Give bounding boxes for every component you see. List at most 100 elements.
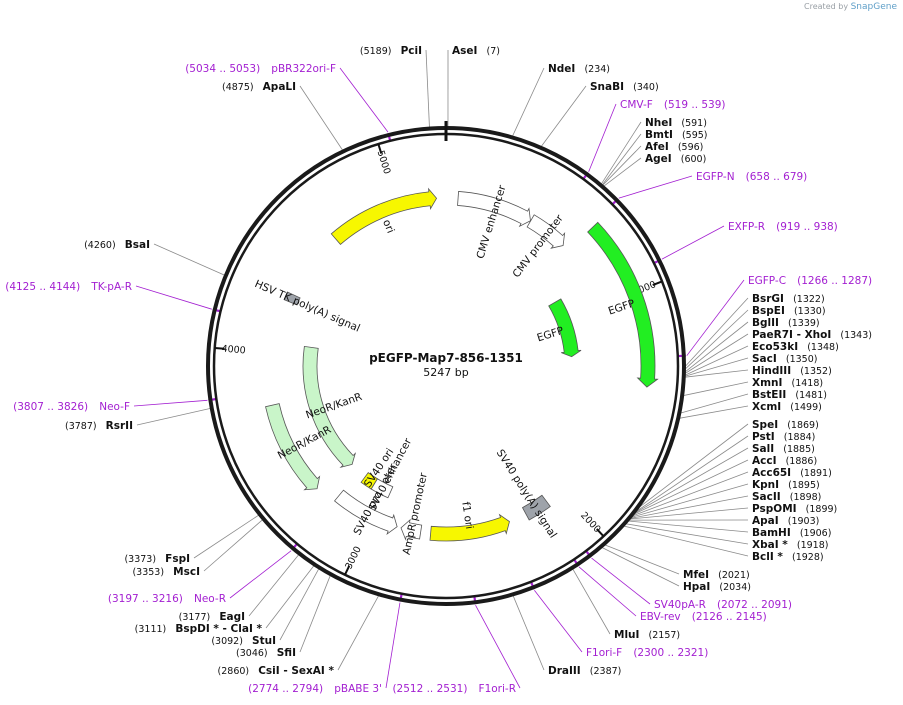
enzyme-label-eagi[interactable]: (3177) EagI <box>179 605 245 624</box>
enzyme-leader-nhei <box>599 121 642 187</box>
enzyme-position-sacii: (1898) <box>790 492 822 503</box>
enzyme-label-pspomi[interactable]: PspOMI (1899) <box>752 497 837 516</box>
enzyme-label-bsteii[interactable]: BstEII (1481) <box>752 383 827 402</box>
enzyme-label-xbai[interactable]: XbaI * (1918) <box>752 533 828 552</box>
feature-arrow-hsv-tk-poly-a-signal[interactable] <box>283 291 301 306</box>
enzyme-label-bamhi[interactable]: BamHI (1906) <box>752 521 831 540</box>
primer-name-tk-pa-r: TK-pA-R <box>90 281 132 293</box>
enzyme-label-xcmi[interactable]: XcmI (1499) <box>752 395 822 414</box>
enzyme-label-acc65i[interactable]: Acc65I (1891) <box>752 461 832 480</box>
enzyme-label-draiii[interactable]: DraIII (2387) <box>548 659 621 678</box>
primer-label-neo-f[interactable]: (3807 .. 3826) Neo-F <box>13 395 130 414</box>
primer-label-ebv-rev[interactable]: EBV-rev (2126 .. 2145) <box>640 605 767 624</box>
enzyme-position-eagi: (3177) <box>179 612 211 623</box>
enzyme-leader-bsai <box>153 243 227 277</box>
feature-arrow-f1-ori[interactable] <box>429 513 510 542</box>
enzyme-label-fspi[interactable]: (3373) FspI <box>124 547 190 566</box>
feature-arrow-ampr-promoter[interactable] <box>400 518 423 541</box>
enzyme-position-draiii: (2387) <box>590 666 622 677</box>
primer-label-f1ori-f[interactable]: F1ori-F (2300 .. 2321) <box>586 641 708 660</box>
enzyme-label-paer7i-xhoi[interactable]: PaeR7I - XhoI (1343) <box>752 323 872 342</box>
primer-name-egfp-n: EGFP-N <box>696 171 735 183</box>
feature-arrow-cmv-promoter[interactable] <box>526 214 566 249</box>
primer-label-tk-pa-r[interactable]: (4125 .. 4144) TK-pA-R <box>5 275 132 294</box>
enzyme-name-fspi: FspI <box>165 553 190 565</box>
enzyme-leader-acci <box>628 459 749 517</box>
enzyme-label-afei[interactable]: AfeI (596) <box>645 135 703 154</box>
primer-label-pbabe-3[interactable]: (2774 .. 2794) pBABE 3' <box>248 677 382 696</box>
feature-arrow-egfp[interactable] <box>587 221 659 388</box>
enzyme-leader-bspei <box>682 309 749 372</box>
feature-label-hsv-tk-poly-a-signal: HSV TK poly(A) signal <box>253 278 362 335</box>
enzyme-label-pcii[interactable]: (5189) PciI <box>360 39 422 58</box>
primer-label-sv40pa-r[interactable]: SV40pA-R (2072 .. 2091) <box>654 593 792 612</box>
enzyme-label-saci[interactable]: SacI (1350) <box>752 347 817 366</box>
enzyme-label-sacii[interactable]: SacII (1898) <box>752 485 821 504</box>
enzyme-label-bsai[interactable]: (4260) BsaI <box>84 233 150 252</box>
tick-label-3000: 3000 <box>343 545 363 572</box>
enzyme-leader-paer7i-xhoi <box>682 333 749 376</box>
enzyme-label-apali[interactable]: (4875) ApaLI <box>222 75 296 94</box>
enzyme-label-csii-sexai[interactable]: (2860) CsiI - SexAI * <box>218 659 335 678</box>
enzyme-label-xmni[interactable]: XmnI (1418) <box>752 371 823 390</box>
enzyme-position-bcli: (1928) <box>792 552 824 563</box>
enzyme-label-sali[interactable]: SalI (1885) <box>752 437 815 456</box>
feature-arrow-egfp[interactable] <box>548 298 582 358</box>
feature-label-ampr-promoter: AmpR promoter <box>401 471 430 556</box>
primer-label-f1ori-r[interactable]: (2512 .. 2531) F1ori-R <box>392 677 516 696</box>
snapgene-credit: Created by SnapGene <box>804 2 897 12</box>
primer-label-egfp-n[interactable]: EGFP-N (658 .. 679) <box>696 165 807 184</box>
enzyme-label-agei[interactable]: AgeI (600) <box>645 147 706 166</box>
enzyme-label-nhei[interactable]: NheI (591) <box>645 111 707 130</box>
enzyme-label-eco53ki[interactable]: Eco53kI (1348) <box>752 335 839 354</box>
primer-label-pbr322ori-f[interactable]: (5034 .. 5053) pBR322ori-F <box>185 57 336 76</box>
primer-range-neo-r: (3197 .. 3216) <box>108 593 183 605</box>
enzyme-label-mfei[interactable]: MfeI (2021) <box>683 563 750 582</box>
enzyme-label-sfii[interactable]: (3046) SfiI <box>236 641 296 660</box>
enzyme-leader-csii-sexai <box>337 593 381 671</box>
enzyme-label-asei[interactable]: AseI (7) <box>452 39 500 58</box>
enzyme-name-rsrii: RsrII <box>106 420 133 432</box>
enzyme-position-bspdi-clai: (3111) <box>135 624 167 635</box>
feature-arrow-sv40-promoter[interactable] <box>333 489 398 536</box>
primer-name-neo-f: Neo-F <box>99 401 130 413</box>
feature-arrow-sv40-ori[interactable] <box>360 472 378 490</box>
enzyme-label-rsrii[interactable]: (3787) RsrII <box>65 414 133 433</box>
enzyme-label-hindiii[interactable]: HindIII (1352) <box>752 359 832 378</box>
enzyme-name-nhei: NheI <box>645 117 672 129</box>
enzyme-name-msci: MscI <box>173 566 200 578</box>
primer-label-neo-r[interactable]: (3197 .. 3216) Neo-R <box>108 587 226 606</box>
primer-label-cmv-f[interactable]: CMV-F (519 .. 539) <box>620 93 726 112</box>
feature-label-ori: ori <box>380 218 396 235</box>
enzyme-label-mlui[interactable]: MluI (2157) <box>614 623 680 642</box>
feature-arrow-sv40-poly-a-signal[interactable] <box>521 494 551 521</box>
enzyme-label-bglii[interactable]: BglII (1339) <box>752 311 820 330</box>
enzyme-label-bmti[interactable]: BmtI (595) <box>645 123 708 142</box>
enzyme-label-kpni[interactable]: KpnI (1895) <box>752 473 820 492</box>
enzyme-label-stui[interactable]: (3092) StuI <box>211 629 276 648</box>
enzyme-position-nhei: (591) <box>681 118 707 129</box>
primer-label-exfp-r[interactable]: EXFP-R (919 .. 938) <box>728 215 838 234</box>
enzyme-label-spei[interactable]: SpeI (1869) <box>752 413 819 432</box>
enzyme-label-snabi[interactable]: SnaBI (340) <box>590 75 659 94</box>
enzyme-leader-agei <box>601 157 642 188</box>
enzyme-position-bspei: (1330) <box>794 306 826 317</box>
enzyme-position-stui: (3092) <box>211 636 243 647</box>
feature-arrow-neor-kanr[interactable] <box>302 345 357 469</box>
enzyme-label-bsrgi[interactable]: BsrGI (1322) <box>752 287 825 306</box>
enzyme-position-csii-sexai: (2860) <box>218 666 250 677</box>
feature-arrow-neor-kanr[interactable] <box>265 403 321 491</box>
feature-arrow-cmv-enhancer[interactable] <box>457 191 531 228</box>
enzyme-label-psti[interactable]: PstI (1884) <box>752 425 815 444</box>
enzyme-label-bspdi-clai[interactable]: (3111) BspDI * - ClaI * <box>135 617 263 636</box>
feature-arrow-ori[interactable] <box>330 187 438 245</box>
enzyme-label-hpai[interactable]: HpaI (2034) <box>683 575 751 594</box>
enzyme-label-acci[interactable]: AccI (1886) <box>752 449 817 468</box>
primer-label-egfp-c[interactable]: EGFP-C (1266 .. 1287) <box>748 269 872 288</box>
enzyme-position-mfei: (2021) <box>718 570 750 581</box>
enzyme-label-ndei[interactable]: NdeI (234) <box>548 57 610 76</box>
enzyme-label-bspei[interactable]: BspEI (1330) <box>752 299 826 318</box>
enzyme-label-bcli[interactable]: BclI * (1928) <box>752 545 824 564</box>
enzyme-label-apai[interactable]: ApaI (1903) <box>752 509 819 528</box>
enzyme-label-msci[interactable]: (3353) MscI <box>132 560 200 579</box>
